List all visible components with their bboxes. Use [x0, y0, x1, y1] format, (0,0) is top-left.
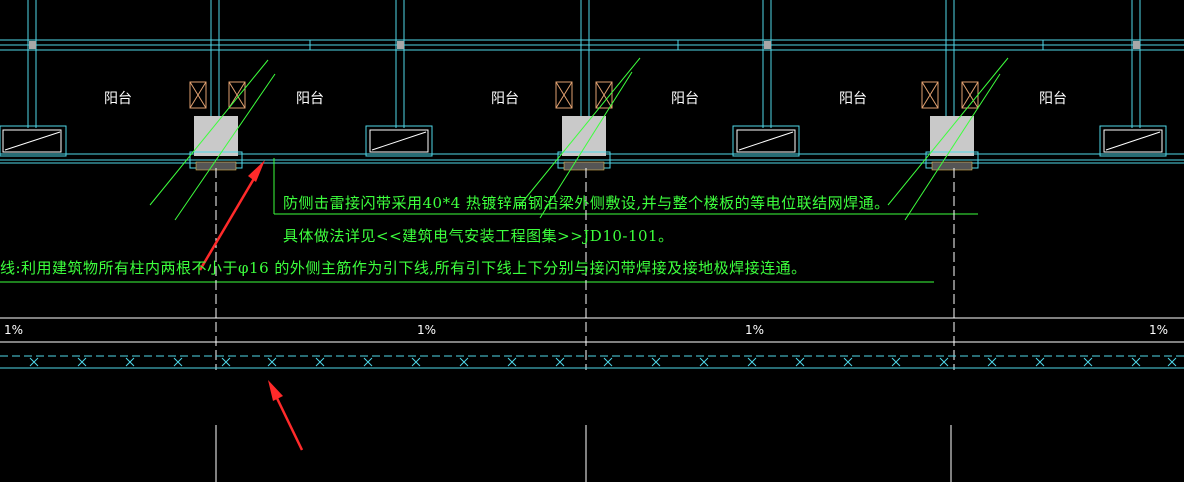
- leader-lines: [0, 57, 1009, 283]
- room-label-balcony-6: 阳台: [1039, 91, 1067, 107]
- column-1[interactable]: [189, 116, 243, 171]
- top-wall: [0, 39, 1184, 51]
- note-reference-atlas[interactable]: 具体做法详见<<建筑电气安装工程图集>>JD10-101。: [283, 227, 674, 245]
- slope-label-2: 1%: [417, 323, 437, 337]
- wall-junctions: [29, 41, 1140, 49]
- ac-units[interactable]: [0, 125, 1167, 157]
- room-label-balcony-5: 阳台: [839, 91, 867, 107]
- column-3[interactable]: [925, 116, 979, 171]
- room-label-balcony-4: 阳台: [671, 91, 699, 107]
- slope-label-1: 1%: [4, 323, 24, 337]
- red-arrow-upper: [198, 160, 265, 271]
- note-down-conductor[interactable]: 线:利用建筑物所有柱内两根不小于φ16 的外侧主筋作为引下线,所有引下线上下分别…: [0, 259, 807, 277]
- slope-label-4: 1%: [1149, 323, 1169, 337]
- column-2[interactable]: [557, 116, 611, 171]
- lower-centerlines: [215, 425, 952, 482]
- vertical-walls: [27, 0, 1141, 128]
- room-label-balcony-1: 阳台: [104, 91, 132, 107]
- vent-marks: [189, 81, 979, 109]
- room-label-balcony-2: 阳台: [296, 91, 324, 107]
- column-centerlines: [215, 168, 955, 370]
- room-label-balcony-3: 阳台: [491, 91, 519, 107]
- slope-label-3: 1%: [745, 323, 765, 337]
- ground-strip[interactable]: [0, 355, 1184, 369]
- red-arrow-lower: [268, 380, 304, 451]
- note-strip-material[interactable]: 防侧击雷接闪带采用40*4 热镀锌扁钢沿梁外侧敷设,并与整个楼板的等电位联结网焊…: [283, 194, 890, 212]
- slope-band: [0, 317, 1184, 343]
